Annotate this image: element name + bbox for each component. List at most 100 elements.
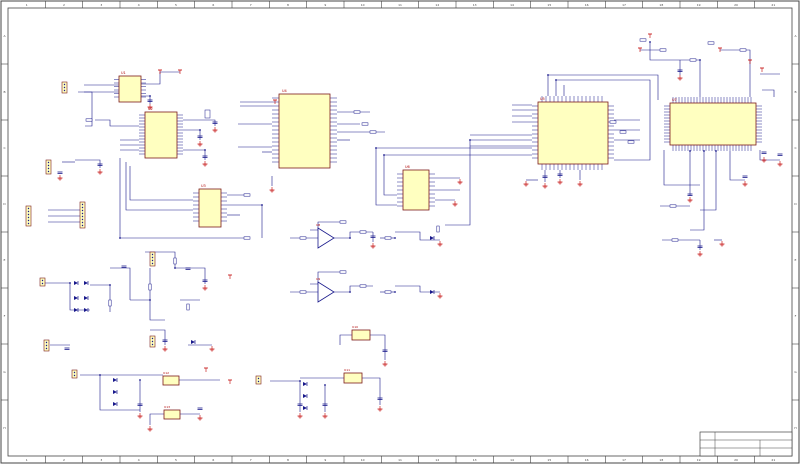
ground-icon (437, 293, 443, 299)
wire (125, 162, 193, 211)
diode-icon (74, 308, 79, 312)
zone-label-top: 9 (324, 3, 326, 7)
zone-label-bottom: 4 (138, 458, 140, 462)
ground-icon (209, 346, 215, 352)
ic-usb-bridge-ref: U1 (121, 71, 126, 75)
op-amp-1-ref: U8 (316, 223, 320, 227)
regulator-4[interactable]: U13 (163, 405, 181, 420)
wire (110, 267, 131, 300)
ground-icon (761, 157, 767, 163)
op-amp-2-icon[interactable]: U9 (316, 277, 335, 303)
wire (183, 129, 201, 140)
diode-icon (191, 340, 196, 344)
capacitor-icon (137, 403, 143, 406)
wires (45, 42, 780, 425)
ic-usb-bridge[interactable]: U1 (118, 71, 142, 103)
ground-icon (97, 169, 103, 175)
capacitor-icon (121, 265, 127, 268)
junction-dot (394, 237, 396, 239)
ground-icon (212, 127, 218, 133)
resistor-icon (243, 193, 251, 197)
junction-dot (649, 41, 651, 43)
resistor-icon (339, 270, 347, 274)
junction-dot (349, 291, 351, 293)
zone-label-top: 20 (734, 3, 738, 7)
ground-icon (197, 141, 203, 147)
power-flag-icon (204, 367, 208, 372)
zone-label-right: G (794, 370, 797, 374)
diode-icon (113, 390, 118, 394)
wire (395, 231, 440, 241)
zone-label-bottom: 9 (324, 458, 326, 462)
wire (700, 151, 717, 211)
capacitor-icon (742, 175, 748, 178)
resistor-icon (353, 110, 361, 114)
ic-fpga[interactable]: U5 (537, 97, 609, 165)
junction-dot (149, 299, 151, 301)
capacitor-icon (322, 403, 328, 406)
ic-memory[interactable]: U4 (278, 89, 331, 169)
zone-label-bottom: 17 (622, 458, 626, 462)
wire (556, 79, 651, 161)
wire (145, 251, 176, 268)
wire (383, 155, 397, 196)
zone-label-right: B (794, 90, 796, 94)
capacitor-icon (147, 99, 153, 102)
resistor-icon (669, 204, 677, 208)
wire (227, 204, 263, 238)
wire (720, 49, 751, 97)
junction-dot (204, 149, 206, 151)
zone-label-bottom: 6 (212, 458, 214, 462)
junction-dot (299, 380, 301, 382)
connector-icon (71, 369, 78, 379)
power-flag-icon (178, 69, 182, 74)
zone-label-top: 8 (287, 3, 289, 7)
wire (95, 119, 139, 127)
op-amp-1-icon[interactable]: U8 (316, 223, 335, 249)
ic-microcontroller[interactable]: U2 (144, 107, 178, 159)
resistor-icon (384, 236, 392, 240)
junction-dot (99, 374, 101, 376)
ground-icon (687, 197, 693, 203)
capacitor-icon (162, 339, 168, 342)
junction-dot (689, 150, 691, 152)
ground-icon (57, 175, 63, 181)
resistor-icon (659, 48, 667, 52)
ic-logic[interactable]: U3 (198, 184, 222, 228)
ground-icon (197, 415, 203, 421)
capacitor-icon (57, 171, 63, 174)
zone-label-bottom: 3 (100, 458, 102, 462)
zone-label-left: A (3, 34, 6, 38)
zone-label-left: D (3, 202, 6, 206)
ground-icon (147, 426, 153, 432)
regulator-2[interactable]: U11 (343, 368, 363, 384)
ground-icon (719, 241, 725, 247)
zone-label-bottom: 16 (585, 458, 589, 462)
capacitor-icon (697, 245, 703, 248)
capacitor-icon (370, 235, 376, 238)
zone-label-top: 4 (138, 3, 140, 7)
zone-label-bottom: 1 (26, 458, 28, 462)
regulator-1[interactable]: U10 (351, 325, 371, 341)
junction-dot (324, 384, 326, 386)
diode-icon (430, 236, 435, 240)
wire (119, 158, 250, 239)
zone-label-top: 14 (510, 3, 514, 7)
wire (759, 150, 780, 161)
ground-icon (742, 181, 748, 187)
wire (129, 166, 193, 201)
resistor-icon (339, 220, 347, 224)
connector-icon (149, 251, 156, 267)
ic-adc[interactable]: U7 (669, 98, 757, 146)
power-flag-icon (273, 99, 277, 104)
junction-dot (349, 237, 351, 239)
ground-icon (147, 104, 153, 110)
ground-icon (523, 181, 529, 187)
diode-icon (84, 281, 89, 285)
wire (370, 334, 386, 360)
capacitor-icon (297, 403, 303, 406)
power-flag-icon (638, 47, 642, 52)
ic-buffer[interactable]: U6 (402, 165, 430, 211)
regulator-3[interactable]: U12 (162, 371, 180, 386)
resistor-icon (384, 290, 392, 294)
